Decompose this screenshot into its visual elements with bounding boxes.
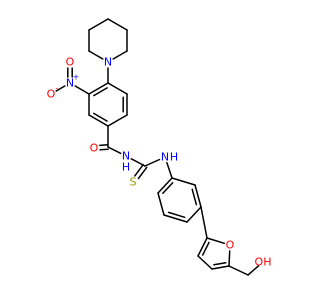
bond-line-42 — [211, 265, 230, 270]
bond-line-30 — [162, 182, 174, 195]
bond-line-34 — [186, 206, 202, 223]
bond-line-15 — [93, 87, 108, 97]
bond-line-11 — [88, 114, 109, 127]
bond-line-21 — [99, 144, 109, 147]
bond-line-36 — [191, 188, 198, 206]
atom-n-thio: N — [161, 151, 169, 164]
bond-line-2 — [88, 18, 109, 31]
bond-line-38 — [200, 206, 208, 239]
atom-n-nitro: N — [66, 77, 74, 90]
bond-line-0 — [88, 50, 104, 60]
bond-line-25 — [134, 163, 144, 177]
atom-o-amide: O — [90, 142, 99, 155]
bond-line-19 — [55, 85, 66, 92]
bond-line-27 — [144, 158, 161, 167]
atom-o-nitro1: O — [66, 56, 75, 69]
bond-line-12 — [93, 112, 108, 122]
bond-line-47 — [247, 265, 260, 276]
bond-line-16 — [74, 85, 90, 95]
hydrogen-n-thio: H — [170, 151, 178, 164]
bond-line-31 — [157, 192, 165, 216]
bond-line-29 — [157, 177, 173, 194]
bond-line-46 — [228, 265, 249, 276]
charge-n-nitro: + — [73, 73, 80, 82]
bond-line-26 — [137, 166, 148, 180]
hydrogen-n-amide: H — [122, 161, 130, 174]
bond-line-40 — [201, 241, 210, 256]
bond-line-41 — [197, 255, 213, 270]
bond-line-3 — [107, 18, 128, 31]
bond-line-23 — [107, 146, 122, 155]
atom-n-amide: N — [122, 150, 130, 163]
bond-line-45 — [206, 237, 226, 245]
bond-line-28 — [166, 161, 173, 179]
bond-line-37 — [171, 177, 196, 186]
atom-o-hydroxyl: OH — [255, 256, 272, 269]
atom-o-furan: O — [226, 239, 235, 252]
charge-o-nitro2: - — [56, 84, 59, 93]
bond-layer — [55, 18, 260, 276]
bond-line-35 — [194, 184, 202, 208]
bond-line-7 — [107, 82, 128, 95]
bond-line-44 — [228, 250, 231, 267]
atom-s-thio: S — [130, 176, 137, 189]
bond-line-10 — [107, 114, 128, 127]
bond-line-39 — [197, 237, 208, 257]
bond-line-33 — [167, 211, 186, 219]
bond-line-32 — [163, 214, 188, 223]
atom-o-nitro2: O — [47, 88, 56, 101]
atom-n-pip: N — [104, 56, 112, 69]
bond-line-43 — [213, 261, 227, 266]
bond-line-22 — [99, 148, 109, 151]
bond-line-5 — [112, 50, 128, 60]
bond-line-14 — [88, 82, 109, 95]
